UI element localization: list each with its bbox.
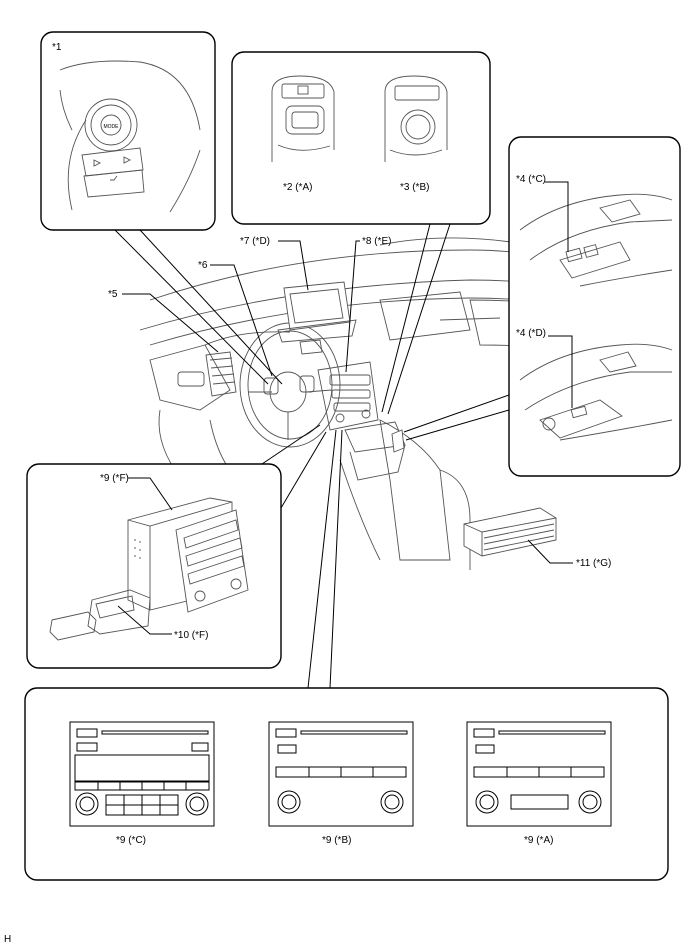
box-audio-panel-variants: *9 (*C) *9 (*B) — [24, 687, 669, 881]
box-radio-receiver: *9 (*F) *10 (*F) — [26, 463, 282, 669]
callout-c9c: *9 (*C) — [116, 835, 146, 846]
box-shift-switches: *4 (*C) *4 (*D) — [508, 136, 681, 477]
callout-c10: *10 (*F) — [174, 630, 208, 641]
audio-panel-c — [69, 721, 215, 827]
callout-c5: *5 — [108, 289, 118, 300]
callout-c2: *2 (*A) — [283, 182, 312, 193]
audio-panel-a — [466, 721, 612, 827]
callout-c9a: *9 (*A) — [524, 835, 553, 846]
bezel-a-illustration — [271, 75, 335, 162]
audio-panel-b — [268, 721, 414, 827]
callout-c4c: *4 (*C) — [516, 174, 546, 185]
callout-c4d: *4 (*D) — [516, 328, 546, 339]
switch-d-illustration — [519, 343, 673, 441]
corner-mark: H — [4, 934, 12, 945]
mode-switch-text: MODE — [104, 124, 120, 130]
amplifier-illustration — [463, 507, 557, 557]
leader-lines — [114, 181, 573, 689]
callout-c8: *8 (*E) — [362, 236, 391, 247]
box-switch-bezels: *2 (*A) *3 (*B) — [231, 51, 491, 225]
callout-c11: *11 (*G) — [576, 558, 611, 569]
box-steering-switch: MODE *1 — [40, 31, 216, 231]
switch-c-illustration — [519, 193, 673, 287]
callout-c3: *3 (*B) — [400, 182, 429, 193]
callout-c7: *7 (*D) — [240, 236, 270, 247]
steering-pad-illustration — [59, 60, 201, 213]
callout-c9b: *9 (*B) — [322, 835, 351, 846]
callout-c1: *1 — [52, 42, 62, 53]
callout-c9f: *9 (*F) — [100, 473, 129, 484]
callout-c6: *6 — [198, 260, 208, 271]
radio-receiver-illustration — [49, 497, 249, 641]
bezel-b-illustration — [384, 75, 448, 162]
